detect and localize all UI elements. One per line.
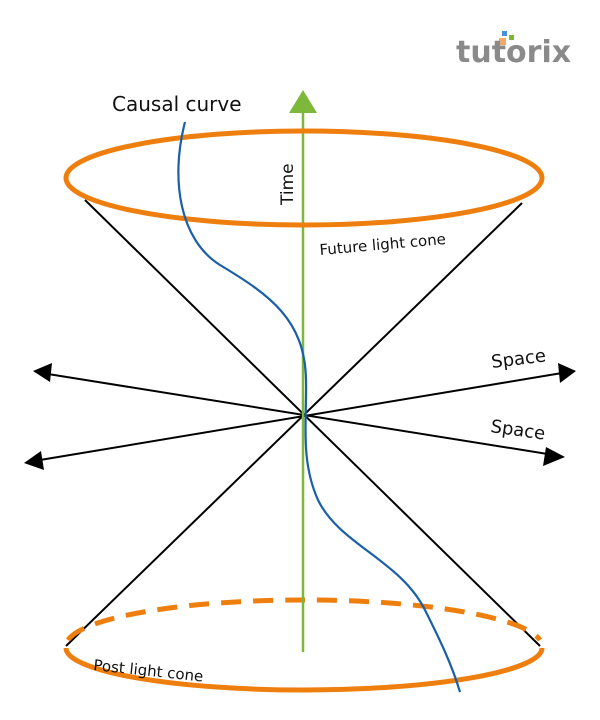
past-cone-rim-front — [63, 647, 545, 693]
arrowhead-icon — [24, 451, 44, 470]
space-axis-1 — [33, 363, 565, 466]
arrowhead-icon — [33, 363, 52, 382]
future-light-cone-label: Future light cone — [319, 230, 447, 259]
causal-curve — [177, 121, 462, 693]
arrowhead-icon — [289, 90, 317, 113]
space-axis-2 — [24, 363, 576, 470]
tutorix-logo: tutorix — [456, 31, 571, 70]
space-label-1: Space — [490, 345, 547, 373]
time-label: Time — [278, 163, 298, 206]
time-axis — [289, 90, 317, 652]
cone-line-2 — [65, 202, 523, 647]
space-label-2: Space — [489, 416, 546, 444]
arrowhead-icon — [543, 447, 565, 466]
causal-curve-label: Causal curve — [112, 92, 242, 116]
logo-text: tutorix — [456, 35, 571, 70]
future-cone-rim — [63, 128, 545, 228]
cone-line-1 — [84, 199, 541, 647]
arrowhead-icon — [558, 363, 576, 383]
